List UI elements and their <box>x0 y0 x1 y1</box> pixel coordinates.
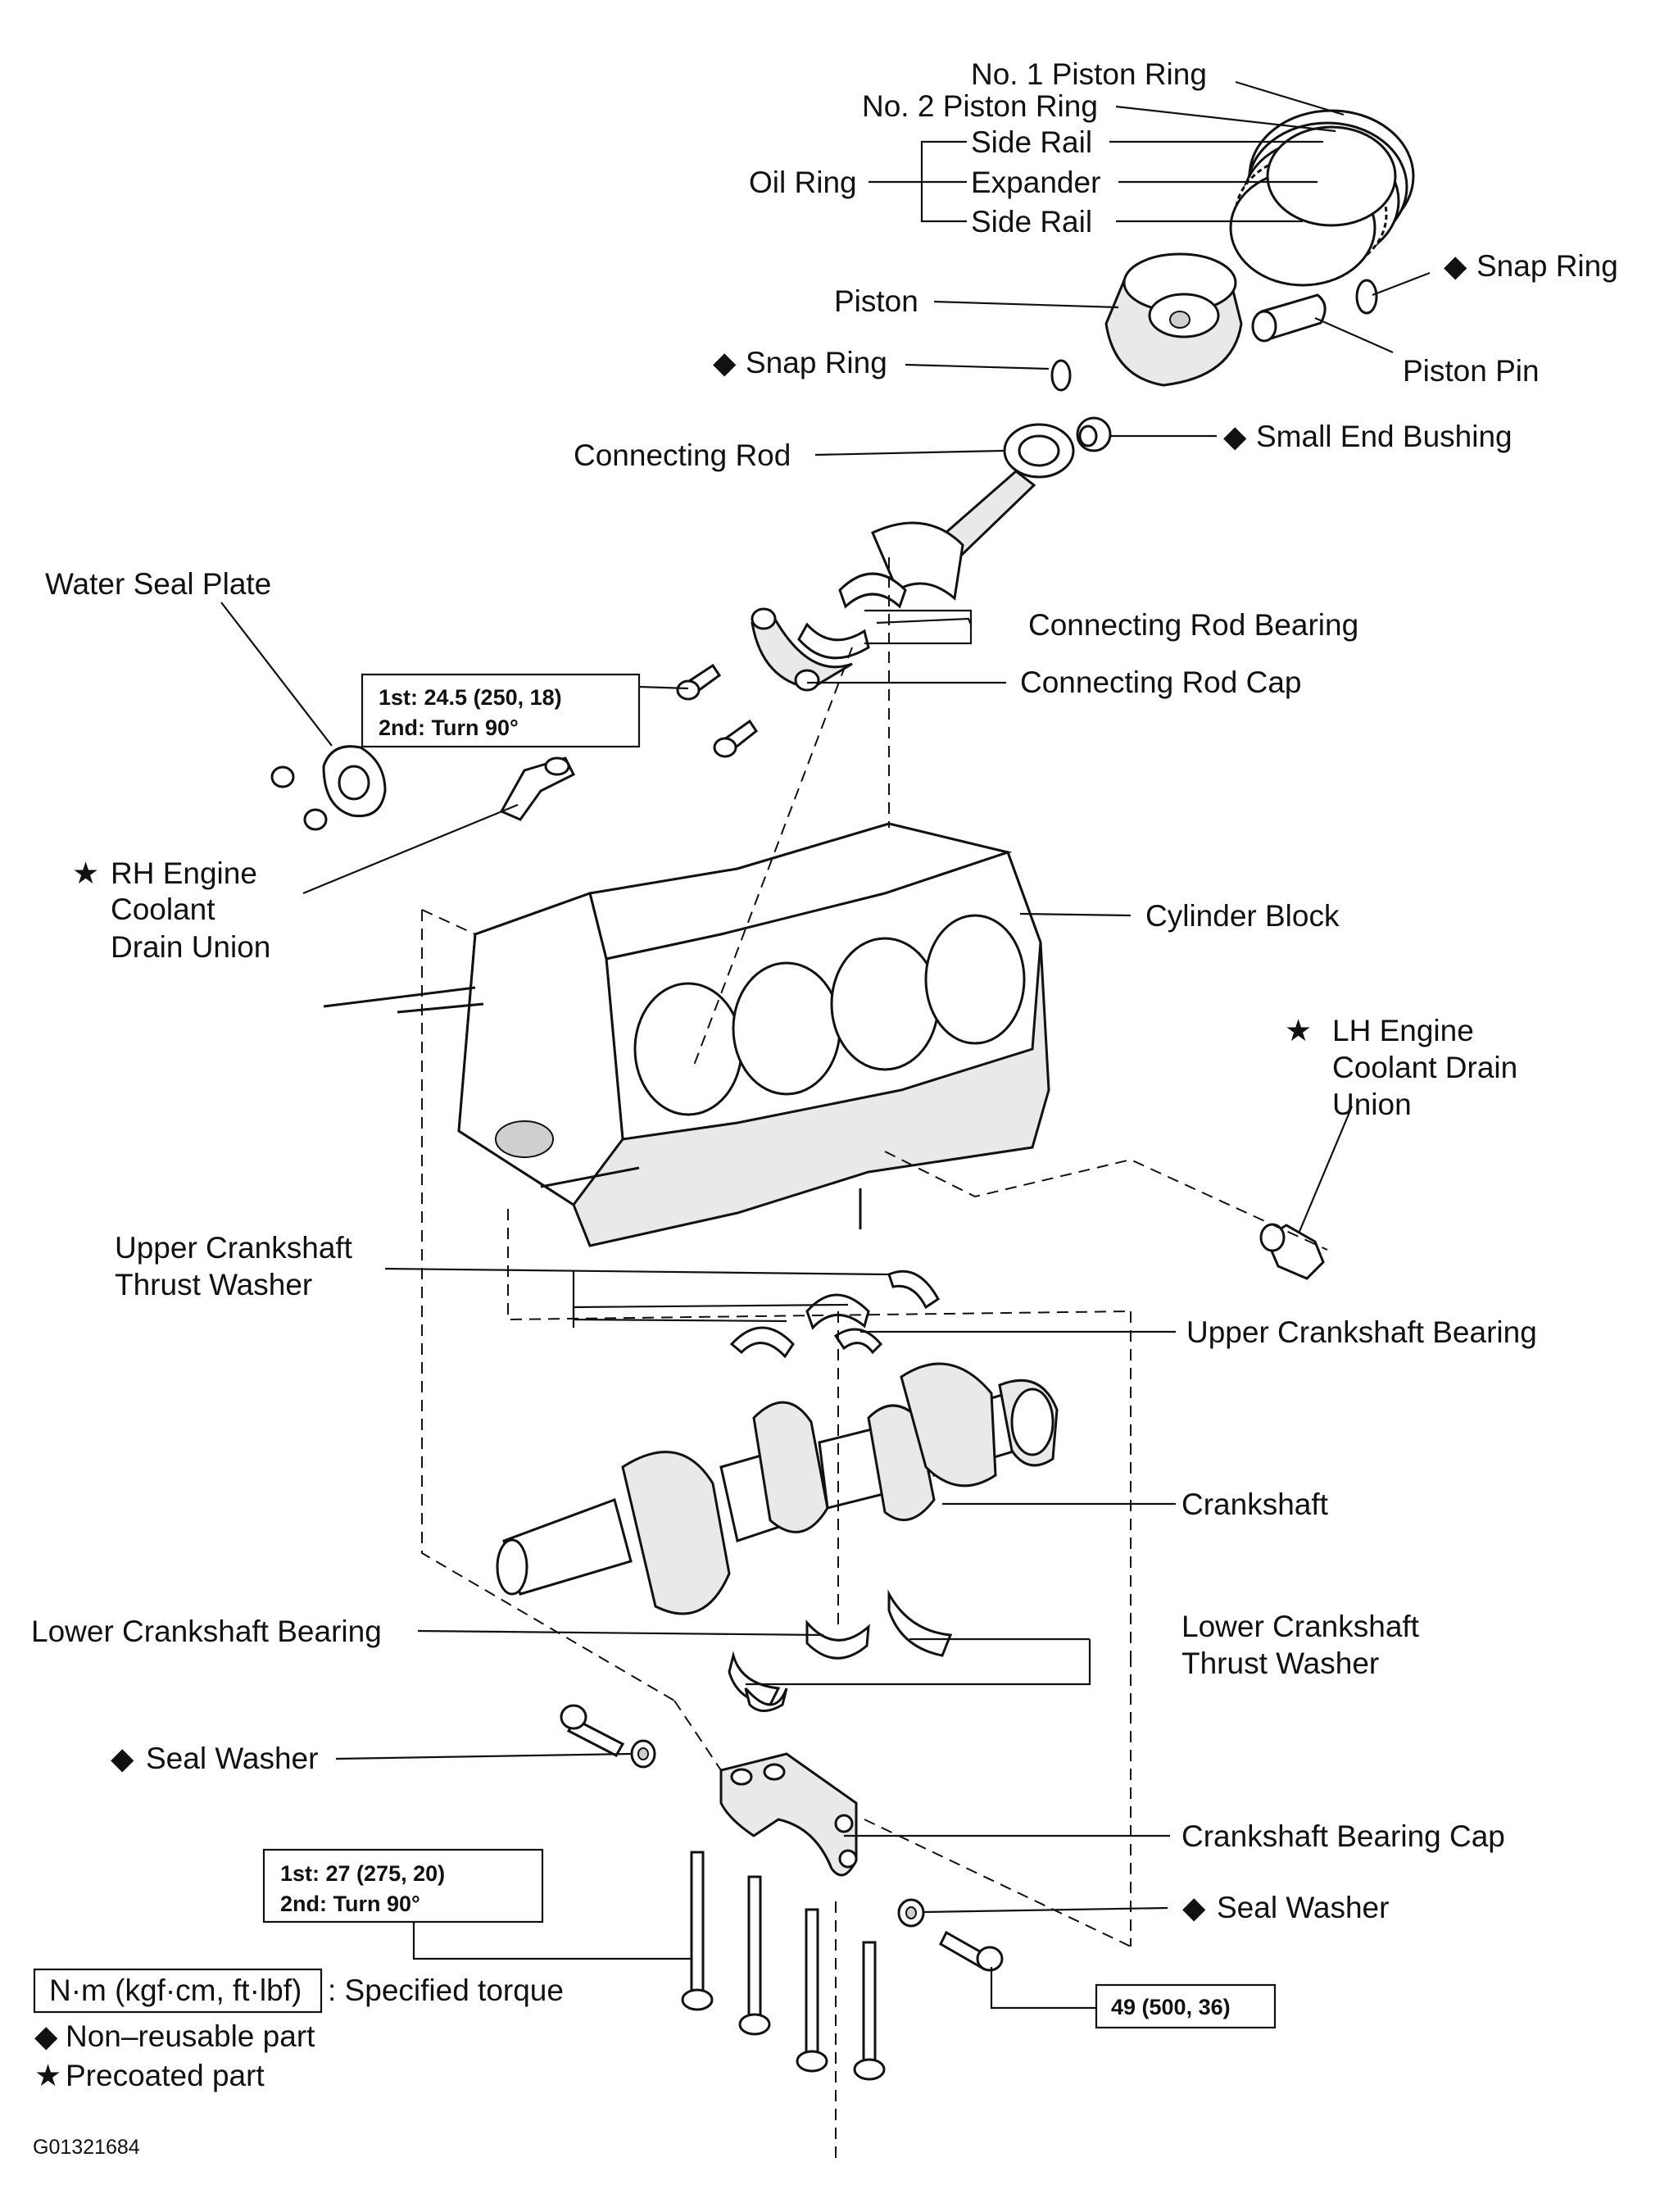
lh-coolant-drain-union-drawing <box>1259 1223 1325 1280</box>
label-side-rail-2: Side Rail <box>971 205 1092 238</box>
rh-coolant-drain-union-drawing <box>499 756 576 821</box>
label-rh-coolant-line3: Drain Union <box>111 930 270 964</box>
upper-bearings-drawing <box>729 1270 940 1359</box>
piston-pin-drawing <box>1251 293 1327 343</box>
label-piston: Piston <box>834 284 918 318</box>
label-oil-ring: Oil Ring <box>749 166 857 199</box>
torque-side-bolt: 49 (500, 36) <box>1111 1995 1231 2019</box>
label-cylinder-block: Cylinder Block <box>1145 899 1340 933</box>
crankshaft-bearing-cap-drawing <box>719 1752 858 1877</box>
label-upper-thrust-line2: Thrust Washer <box>115 1268 312 1301</box>
label-expander: Expander <box>971 166 1100 199</box>
star-symbol-rh-coolant: ★ <box>72 856 99 890</box>
legend-units-box: N·m (kgf·cm, ft·lbf) <box>49 1974 302 2007</box>
label-piston-pin: Piston Pin <box>1403 354 1540 388</box>
side-bolts-drawing <box>560 1704 1004 1972</box>
connecting-rod-drawing <box>871 423 1075 601</box>
diamond-symbol-seal-washer-left: ◆ <box>111 1742 134 1775</box>
label-upper-thrust-line1: Upper Crankshaft <box>115 1231 353 1265</box>
diamond-symbol-seal-washer-right: ◆ <box>1182 1891 1206 1924</box>
torque-box-rod-cap: 1st: 24.5 (250, 18) 2nd: Turn 90° <box>361 673 641 748</box>
label-lower-thrust-line2: Thrust Washer <box>1181 1647 1379 1680</box>
piston-rings-drawing <box>1229 109 1415 287</box>
label-no2-piston-ring: No. 2 Piston Ring <box>862 89 1098 123</box>
diamond-symbol-small-end-bushing: ◆ <box>1223 420 1247 453</box>
label-small-end-bushing: Small End Bushing <box>1256 420 1513 453</box>
label-no1-piston-ring: No. 1 Piston Ring <box>971 57 1207 91</box>
label-lh-coolant-line1: LH Engine <box>1332 1014 1474 1047</box>
snap-ring-left-drawing <box>1050 359 1072 392</box>
legend-units-text: : Specified torque <box>328 1974 564 2007</box>
connecting-rod-cap-drawing <box>751 607 853 692</box>
legend-diamond-icon: ◆ <box>34 2019 58 2053</box>
label-crankshaft: Crankshaft <box>1181 1488 1329 1521</box>
label-rh-coolant-line2: Coolant <box>111 893 215 926</box>
label-connecting-rod: Connecting Rod <box>574 438 791 472</box>
diamond-symbol-snap-ring-right: ◆ <box>1444 249 1467 283</box>
cylinder-block-drawing <box>323 822 1050 1247</box>
legend-star-icon: ★ <box>34 2059 61 2092</box>
label-lower-thrust-line1: Lower Crankshaft <box>1181 1610 1420 1643</box>
torque-box-side-bolt: 49 (500, 36) <box>1095 1983 1277 2029</box>
label-rh-coolant-line1: RH Engine <box>111 856 257 890</box>
torque-rod-cap-2nd: 2nd: Turn 90° <box>379 715 519 740</box>
piston-drawing <box>1104 252 1243 387</box>
assembly-dashed-lines <box>421 557 1328 2164</box>
diamond-symbol-snap-ring-left: ◆ <box>713 346 737 379</box>
torque-rod-cap-1st: 1st: 24.5 (250, 18) <box>379 685 562 710</box>
label-upper-crank-bearing: Upper Crankshaft Bearing <box>1186 1315 1537 1349</box>
lower-bearings-drawing <box>728 1589 953 1712</box>
label-snap-ring-left: Snap Ring <box>746 346 887 379</box>
rod-bolts-drawing <box>676 663 759 758</box>
label-water-seal-plate: Water Seal Plate <box>45 567 271 601</box>
label-connecting-rod-cap: Connecting Rod Cap <box>1020 665 1302 699</box>
star-symbol-lh-coolant: ★ <box>1285 1014 1312 1047</box>
legend-precoated: Precoated part <box>66 2059 265 2092</box>
label-side-rail-1: Side Rail <box>971 125 1092 159</box>
small-end-bushing-drawing <box>1076 416 1112 452</box>
leader-lines <box>220 80 1431 2010</box>
crankshaft-drawing <box>496 1362 1059 1615</box>
main-cap-bolts-drawing <box>681 1851 886 2081</box>
snap-ring-right-drawing <box>1355 279 1378 315</box>
seal-washers-drawing <box>630 1739 925 1928</box>
legend-non-reusable: Non–reusable part <box>66 2019 315 2053</box>
label-lh-coolant-line2: Coolant Drain <box>1332 1051 1517 1084</box>
legend: N·m (kgf·cm, ft·lbf) : Specified torque … <box>33 1968 564 2092</box>
label-crank-bearing-cap: Crankshaft Bearing Cap <box>1181 1819 1505 1853</box>
label-snap-ring-right: Snap Ring <box>1476 249 1618 283</box>
water-seal-plate-drawing <box>270 745 387 831</box>
torque-box-main-cap: 1st: 27 (275, 20) 2nd: Turn 90° <box>262 1848 544 1924</box>
figure-code: G01321684 <box>33 2136 140 2159</box>
torque-main-cap-1st: 1st: 27 (275, 20) <box>280 1861 445 1886</box>
label-connecting-rod-bearing: Connecting Rod Bearing <box>1028 608 1358 642</box>
label-lower-crank-bearing: Lower Crankshaft Bearing <box>31 1615 382 1648</box>
label-seal-washer-left: Seal Washer <box>146 1742 318 1775</box>
label-lh-coolant-line3: Union <box>1332 1088 1412 1121</box>
torque-main-cap-2nd: 2nd: Turn 90° <box>280 1892 420 1916</box>
label-seal-washer-right: Seal Washer <box>1217 1891 1389 1924</box>
